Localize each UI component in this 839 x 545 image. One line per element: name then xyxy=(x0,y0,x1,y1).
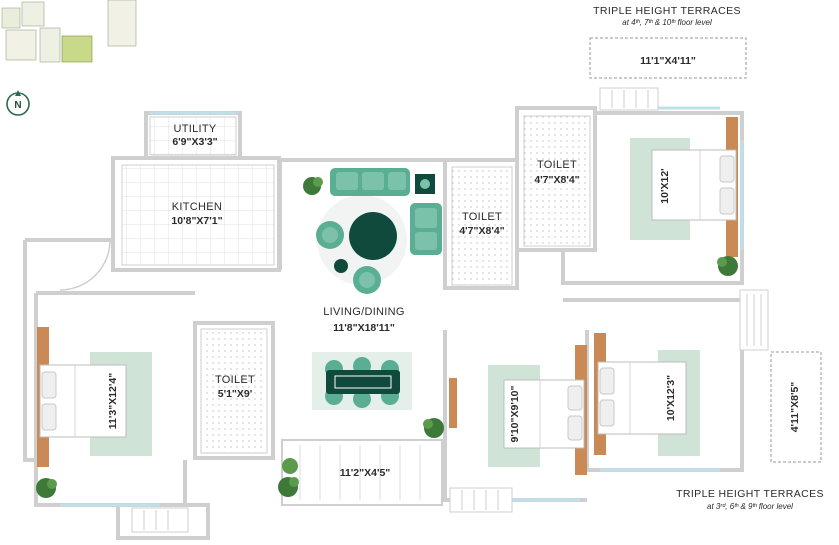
kitchen-floor xyxy=(121,164,275,266)
kitchen-name: KITCHEN xyxy=(172,201,222,213)
right-terrace-outline xyxy=(770,351,822,463)
plants xyxy=(36,177,738,498)
toilet-center-name: TOILET xyxy=(462,211,502,223)
toilet-center-dim: 4'7"X8'4" xyxy=(459,225,504,237)
bed-right xyxy=(594,333,700,456)
living-furniture xyxy=(312,168,442,410)
bottom-terrace-sub: at 3ʳᵈ, 6ᵗʰ & 9ᵗʰ floor level xyxy=(707,502,793,511)
living-name: LIVING/DINING xyxy=(323,306,405,318)
toilet-top-name: TOILET xyxy=(537,159,577,171)
right-balcony-grid xyxy=(739,289,769,351)
bottom-balcony-grid xyxy=(131,487,513,533)
balcony-dim: 11'2"X4'5" xyxy=(340,467,391,479)
toilet-left-dim: 5'1"X9' xyxy=(218,388,253,400)
bed-right-dim: 10'X12'3" xyxy=(665,375,677,421)
utility-dim: 6'9"X3'3" xyxy=(172,136,217,148)
walls xyxy=(23,106,744,540)
kitchen-dim: 10'8"X7'1" xyxy=(171,215,222,227)
toilet-top-dim: 4'7"X8'4" xyxy=(534,174,579,186)
top-terrace-dim: 11'1"X4'11" xyxy=(640,55,696,67)
top-balcony-grid xyxy=(599,87,659,111)
kitchen-door-arc xyxy=(59,239,111,291)
living-dim: 11'8"X18'11" xyxy=(333,322,395,334)
key-plan-thumbnail xyxy=(0,0,137,68)
compass-letter: N xyxy=(14,100,21,111)
bed-top-right-dim: 10'X12' xyxy=(659,168,671,203)
toilet-left-floor xyxy=(200,328,268,454)
bed-top-right xyxy=(630,117,738,257)
right-terrace-dim: 4'11"X8'5" xyxy=(789,382,801,433)
top-terrace-sub: at 4ᵗʰ, 7ᵗʰ & 10ᵗʰ floor level xyxy=(622,18,712,27)
north-compass: N xyxy=(6,90,30,116)
bed-center-right-dim: 9'10"X9'10" xyxy=(509,385,521,442)
toilet-left-name: TOILET xyxy=(215,374,255,386)
balcony-floor xyxy=(281,439,443,506)
bed-left xyxy=(37,327,152,467)
toilet-top-floor xyxy=(523,115,591,247)
top-terrace-outline xyxy=(589,37,747,79)
labels: TRIPLE HEIGHT TERRACES at 4ᵗʰ, 7ᵗʰ & 10ᵗ… xyxy=(107,5,824,511)
wardrobe-strip xyxy=(449,378,457,428)
bed-left-dim: 11'3"X12'4" xyxy=(107,373,119,429)
utility-floor xyxy=(149,116,237,156)
top-terrace-title: TRIPLE HEIGHT TERRACES xyxy=(593,5,741,17)
bottom-terrace-title: TRIPLE HEIGHT TERRACES xyxy=(676,488,824,500)
toilet-center-floor xyxy=(451,166,513,286)
bed-center-right xyxy=(488,345,587,475)
utility-name: UTILITY xyxy=(173,123,216,135)
balcony-tiles xyxy=(299,445,421,500)
